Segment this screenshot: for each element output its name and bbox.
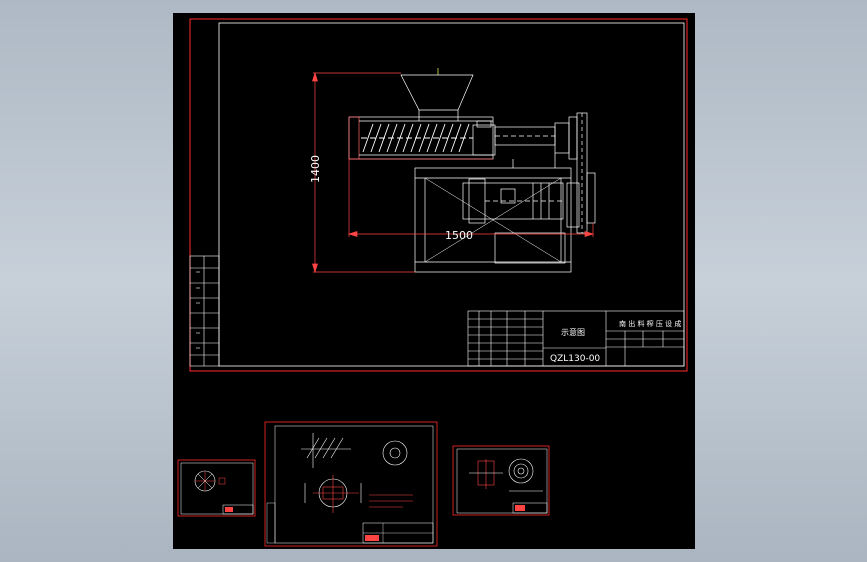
dimension-lines (312, 71, 595, 274)
press-machine-side-view (348, 68, 596, 273)
dimension-height-label: 1400 (309, 155, 322, 183)
title-block-title: 示意图 (561, 327, 585, 337)
main-sheet: 1400 1500 示意图 QZL130-00 南 出 (189, 18, 688, 372)
dimension-width-label: 1500 (445, 229, 473, 242)
left-margin-strip (189, 255, 220, 367)
feed-hopper (400, 74, 474, 111)
title-block-name: 南 出 料 榨 压 设 成 (619, 319, 681, 328)
thumbnail-sheet-1 (177, 459, 256, 517)
title-block-drawing-number: QZL130-00 (550, 354, 600, 364)
title-block (467, 310, 685, 367)
bearing-housing (472, 124, 496, 156)
thumbnail-sheet-2 (264, 421, 438, 547)
thumbnail-sheet-3 (452, 445, 550, 516)
drive-motor (462, 178, 564, 224)
cad-viewport[interactable]: 1400 1500 示意图 QZL130-00 南 出 (173, 13, 695, 549)
main-sheet-outer-frame (189, 18, 688, 372)
machine-base-frame (414, 153, 572, 273)
drive-pulleys (566, 112, 596, 234)
cad-drawing-canvas: 1400 1500 示意图 QZL130-00 南 出 (177, 18, 688, 547)
main-sheet-inner-frame (218, 22, 685, 367)
screw-flights (361, 123, 473, 153)
